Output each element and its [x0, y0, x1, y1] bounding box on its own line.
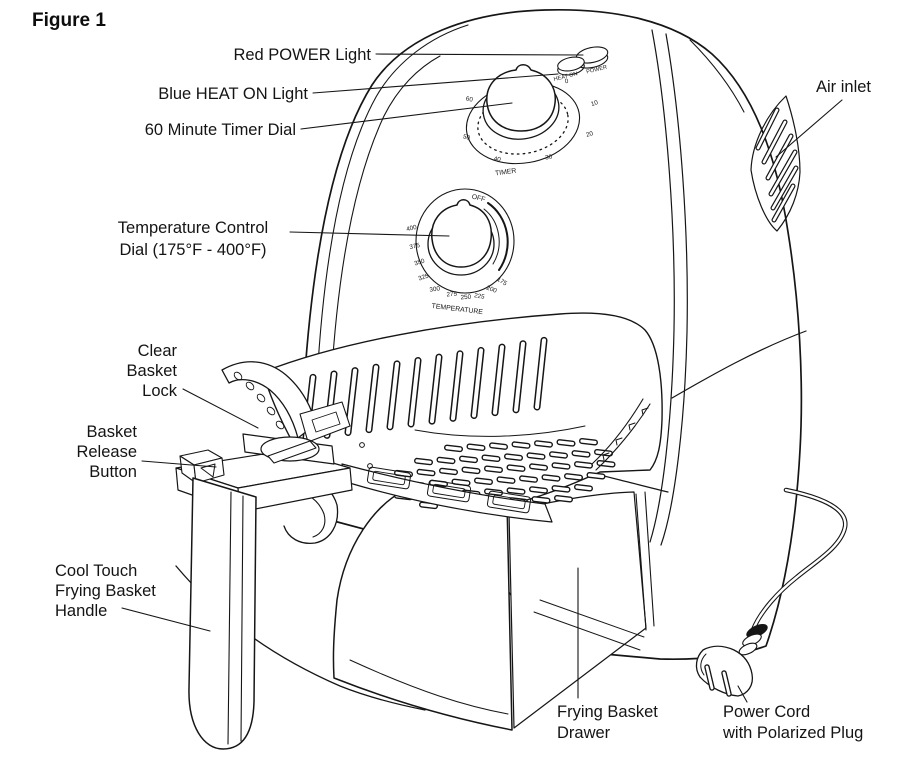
basket-handle [188, 477, 257, 750]
power-light-label: POWER [586, 65, 608, 76]
callout-release-button: Basket Release Button [76, 423, 137, 481]
callout-basket-lock: Clear Basket Lock [126, 342, 177, 400]
heat-on-light-label: HEAT ON [553, 71, 578, 83]
svg-text:225: 225 [473, 292, 485, 301]
figure-title: Figure 1 [32, 10, 106, 31]
leader-temperature-dial [289, 231, 450, 237]
leader-timer-dial [300, 102, 513, 130]
svg-text:250: 250 [460, 294, 471, 302]
svg-text:375: 375 [409, 242, 421, 251]
callout-timer-dial: 60 Minute Timer Dial [144, 121, 296, 139]
svg-text:350: 350 [413, 257, 426, 267]
svg-text:200: 200 [485, 285, 498, 295]
basket-lock [221, 361, 351, 443]
leader-blue-heat-on-light [312, 73, 559, 94]
callout-handle: Cool Touch Frying Basket Handle [55, 562, 156, 620]
leader-air-inlet [775, 99, 843, 158]
svg-text:10: 10 [590, 99, 599, 108]
timer-dial: 0 10 20 30 40 50 60 TIMER [462, 64, 599, 178]
svg-text:325: 325 [417, 272, 430, 282]
leader-lines [121, 53, 843, 703]
svg-text:175: 175 [495, 276, 508, 288]
drawer-cavity [508, 491, 655, 729]
svg-text:50: 50 [462, 133, 471, 142]
callout-power-cord: Power Cord with Polarized Plug [723, 703, 864, 742]
air-inlet-vents [750, 95, 801, 232]
svg-text:20: 20 [585, 130, 594, 139]
power-cord [750, 487, 848, 633]
svg-text:30: 30 [545, 153, 554, 161]
callout-air-inlet: Air inlet [816, 78, 872, 96]
leader-release-button [141, 460, 217, 468]
leader-red-power-light [375, 53, 584, 56]
svg-text:TIMER: TIMER [495, 168, 517, 178]
svg-text:300: 300 [429, 285, 441, 293]
svg-text:400: 400 [406, 224, 418, 233]
svg-text:OFF: OFF [471, 194, 486, 204]
heat-on-light [557, 56, 585, 76]
leader-power-cord [737, 685, 748, 703]
svg-text:60: 60 [465, 95, 474, 103]
leader-handle [121, 607, 211, 632]
leader-basket-lock [182, 388, 259, 429]
svg-text:40: 40 [493, 156, 501, 164]
callout-red-power-light: Red POWER Light [233, 46, 371, 64]
plug-prongs [704, 664, 732, 697]
callout-blue-heat-on-light: Blue HEAT ON Light [158, 85, 308, 103]
svg-text:275: 275 [446, 290, 458, 298]
callout-drawer: Frying Basket Drawer [557, 703, 658, 742]
temperature-dial: OFF 400 375 350 325 300 275 250 225 200 … [406, 188, 515, 316]
polarized-plug [695, 624, 768, 697]
callout-temperature-dial: Temperature Control Dial (175°F - 400°F) [117, 219, 269, 259]
svg-text:0: 0 [564, 78, 569, 86]
